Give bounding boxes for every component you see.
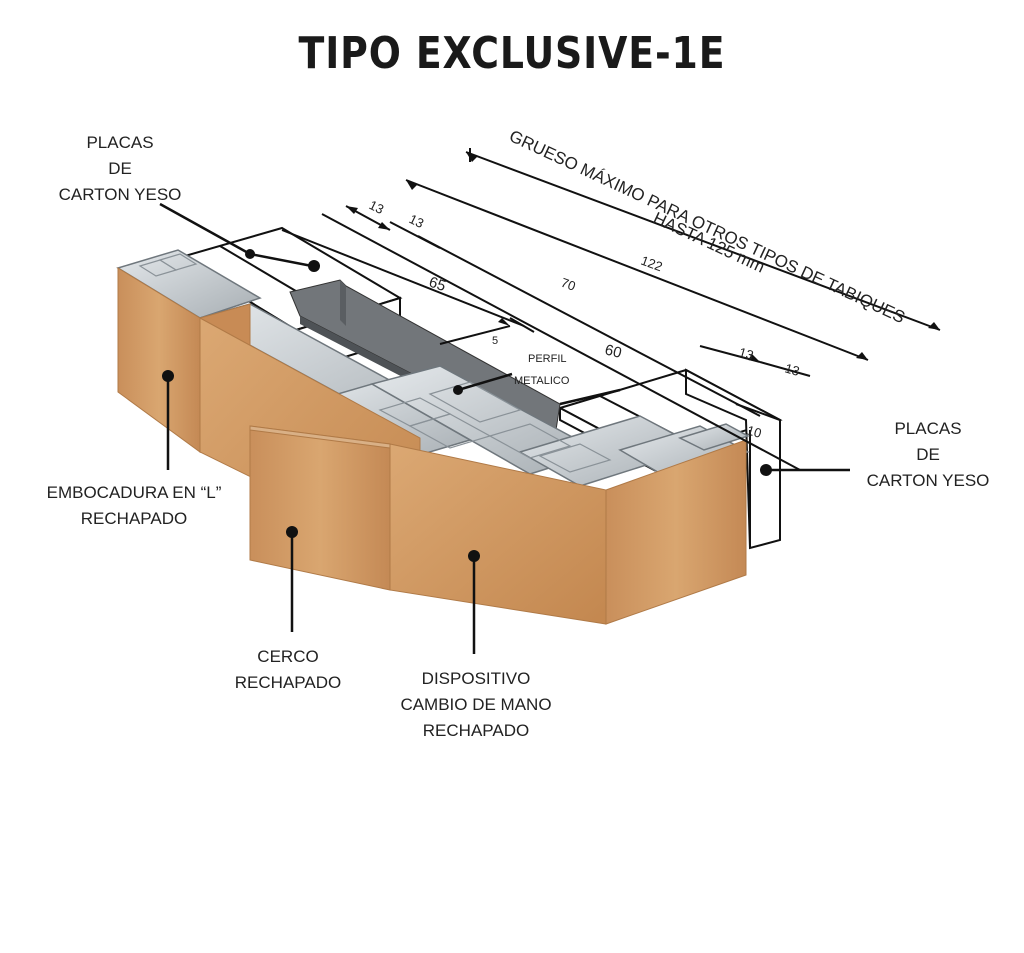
perfil-label-1: PERFIL xyxy=(528,353,567,365)
label-cerco: CERCO RECHAPADO xyxy=(235,647,341,692)
page-title: TIPO EXCLUSIVE-1E xyxy=(298,28,726,79)
embocadura-line-1: EMBOCADURA EN “L” xyxy=(47,483,222,502)
placas-left-line-3: CARTON YESO xyxy=(59,185,182,204)
dimension-arrowheads xyxy=(346,152,940,362)
label-placas-left: PLACAS DE CARTON YESO xyxy=(59,133,182,204)
perfil-label-2: METALICO xyxy=(514,375,570,387)
dimension-lines xyxy=(281,148,941,471)
dim-13-d: 13 xyxy=(783,360,801,378)
dim-10: 10 xyxy=(745,422,763,440)
dim-5: 5 xyxy=(492,335,498,347)
cerco-line-1: CERCO xyxy=(257,647,318,666)
dim-70: 70 xyxy=(559,275,578,294)
dispositivo-line-1: DISPOSITIVO xyxy=(422,669,531,688)
placas-right-line-3: CARTON YESO xyxy=(867,471,990,490)
leader-dots xyxy=(162,249,772,562)
label-placas-right: PLACAS DE CARTON YESO xyxy=(867,419,990,490)
dim-13-a: 13 xyxy=(367,197,387,217)
cerco-wood xyxy=(249,425,391,591)
dim-13-b: 13 xyxy=(407,211,427,231)
label-dispositivo: DISPOSITIVO CAMBIO DE MANO RECHAPADO xyxy=(400,669,551,740)
dispositivo-wood xyxy=(389,439,747,625)
leader-lines xyxy=(159,202,850,654)
dim-65: 65 xyxy=(427,274,448,295)
dim-line-13a xyxy=(321,213,801,471)
dim-13-c: 13 xyxy=(737,344,755,362)
placas-left-line-1: PLACAS xyxy=(86,133,153,152)
embocadura-line-2: RECHAPADO xyxy=(81,509,187,528)
dispositivo-line-2: CAMBIO DE MANO xyxy=(400,695,551,714)
placas-right-line-2: DE xyxy=(916,445,940,464)
dim-60: 60 xyxy=(603,341,623,362)
placas-right-line-1: PLACAS xyxy=(894,419,961,438)
placas-left-line-2: DE xyxy=(108,159,132,178)
dispositivo-line-3: RECHAPADO xyxy=(423,721,529,740)
cerco-line-2: RECHAPADO xyxy=(235,673,341,692)
dim-122: 122 xyxy=(639,253,665,275)
label-embocadura: EMBOCADURA EN “L” RECHAPADO xyxy=(47,483,222,528)
